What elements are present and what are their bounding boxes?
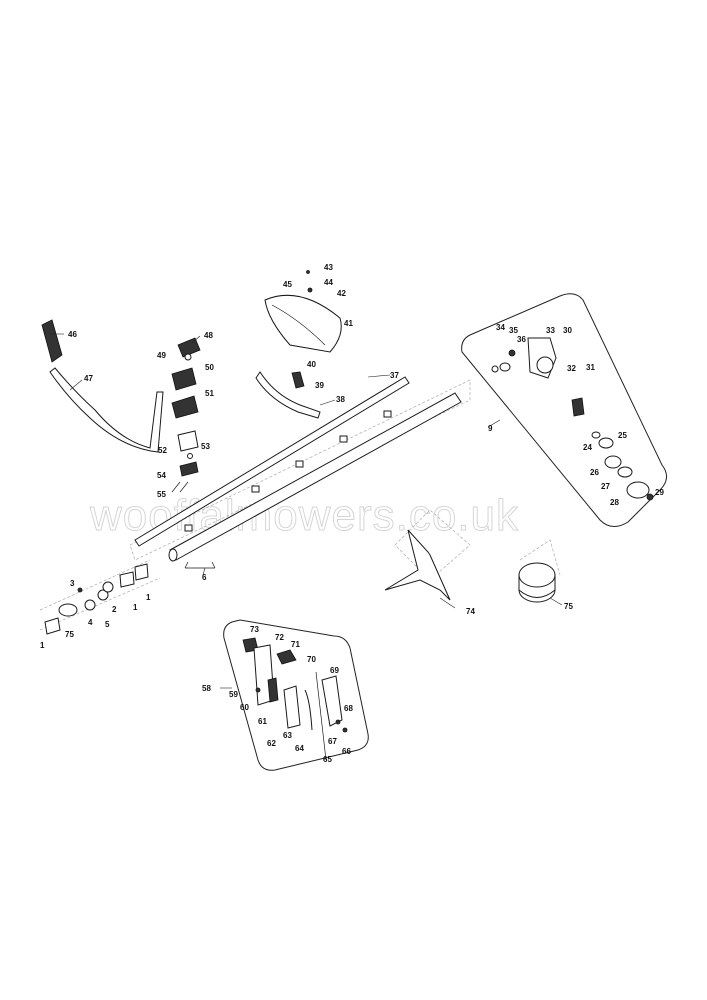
callout-53: 53 (201, 442, 210, 451)
callout-34: 34 (496, 323, 505, 332)
callout-64: 64 (295, 744, 304, 753)
callout-46: 46 (68, 330, 77, 339)
callout-1: 1 (133, 603, 138, 612)
callout-29: 29 (655, 488, 664, 497)
callout-44: 44 (324, 278, 333, 287)
shaft-end-parts (44, 563, 149, 635)
callout-43: 43 (324, 263, 333, 272)
callout-49: 49 (157, 351, 166, 360)
callout-54: 54 (157, 471, 166, 480)
callout-28: 28 (610, 498, 619, 507)
callout-5: 5 (105, 620, 110, 629)
callout-36: 36 (517, 335, 526, 344)
loop-handle (41, 319, 164, 453)
handle-clamp-parts (171, 337, 201, 493)
callout-25: 25 (618, 431, 627, 440)
three-tooth-blade (384, 529, 451, 601)
callout-33: 33 (546, 326, 555, 335)
gearhead-parts (491, 337, 654, 501)
callout-55: 55 (157, 490, 166, 499)
callout-74: 74 (466, 607, 475, 616)
callout-31: 31 (586, 363, 595, 372)
callout-75: 75 (65, 630, 74, 639)
callout-67: 67 (328, 737, 337, 746)
callout-62: 62 (267, 739, 276, 748)
callout-48: 48 (204, 331, 213, 340)
callout-1: 1 (146, 593, 151, 602)
callout-30: 30 (563, 326, 572, 335)
callout-26: 26 (590, 468, 599, 477)
callout-41: 41 (344, 319, 353, 328)
callout-1: 1 (40, 641, 45, 650)
callout-35: 35 (509, 326, 518, 335)
drive-shaft-tube (134, 376, 462, 569)
callout-51: 51 (205, 389, 214, 398)
callout-70: 70 (307, 655, 316, 664)
callout-69: 69 (330, 666, 339, 675)
callout-39: 39 (315, 381, 324, 390)
trimmer-head (518, 562, 556, 603)
callout-60: 60 (240, 703, 249, 712)
grass-guard (255, 270, 342, 419)
callout-65: 65 (323, 755, 332, 764)
callout-38: 38 (336, 395, 345, 404)
callout-24: 24 (583, 443, 592, 452)
callout-32: 32 (567, 364, 576, 373)
callout-72: 72 (275, 633, 284, 642)
callout-4: 4 (88, 618, 93, 627)
callout-68: 68 (344, 704, 353, 713)
callout-52: 52 (158, 446, 167, 455)
callout-leaders (50, 333, 563, 689)
callout-6: 6 (202, 573, 207, 582)
callout-71: 71 (291, 640, 300, 649)
callout-73: 73 (250, 625, 259, 634)
callout-61: 61 (258, 717, 267, 726)
part-callouts: 1 1 1 2 3 4 5 6 9 24 25 26 27 28 29 30 3… (40, 263, 664, 764)
callout-2: 2 (112, 605, 117, 614)
callout-37: 37 (390, 371, 399, 380)
callout-75: 75 (564, 602, 573, 611)
callout-47: 47 (84, 374, 93, 383)
callout-45: 45 (283, 280, 292, 289)
callout-50: 50 (205, 363, 214, 372)
callout-59: 59 (229, 690, 238, 699)
callout-40: 40 (307, 360, 316, 369)
callout-42: 42 (337, 289, 346, 298)
throttle-handle-parts (242, 637, 348, 761)
callout-27: 27 (601, 482, 610, 491)
callout-9: 9 (488, 424, 493, 433)
callout-66: 66 (342, 747, 351, 756)
callout-3: 3 (70, 579, 75, 588)
callout-58: 58 (202, 684, 211, 693)
callout-63: 63 (283, 731, 292, 740)
